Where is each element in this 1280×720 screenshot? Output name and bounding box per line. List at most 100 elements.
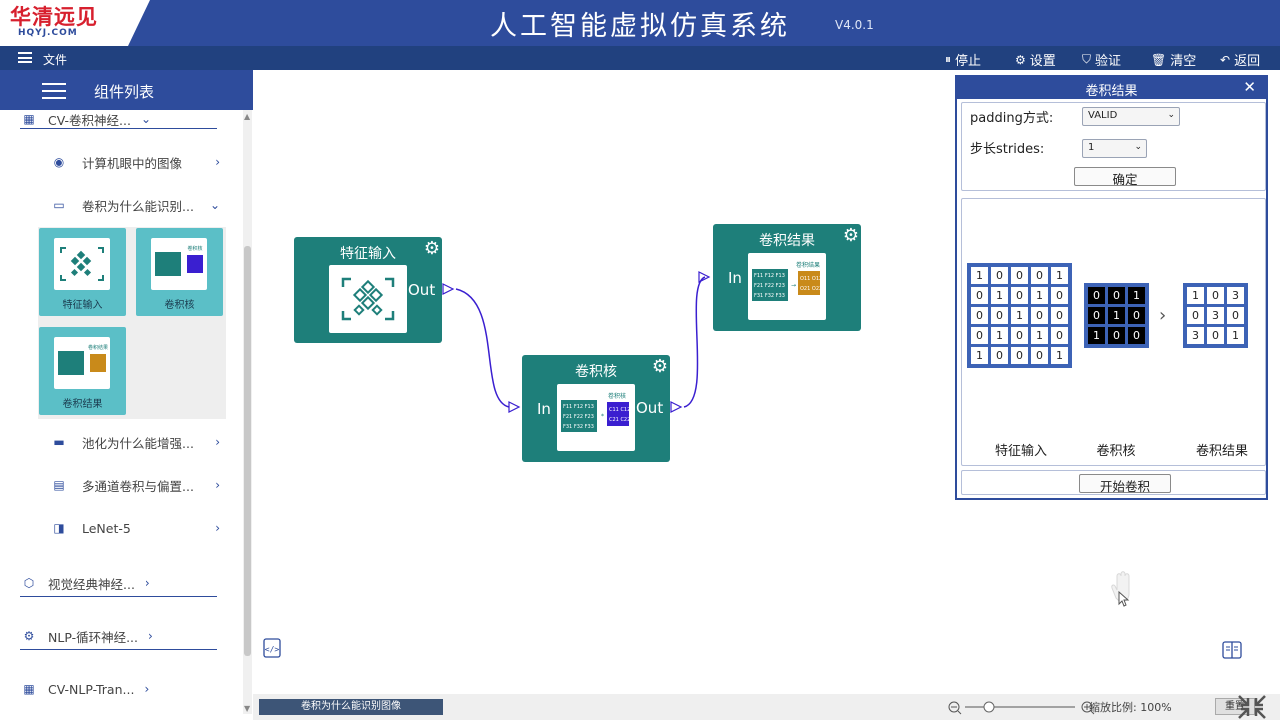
result-diagram-icon: 卷积结果 — [58, 344, 108, 375]
component-cards: 特征输入 卷积核 卷积核 卷积结果 卷积结果 — [38, 227, 226, 419]
chevron-right-icon: › — [144, 576, 150, 590]
action-box: 开始卷积 — [961, 470, 1266, 495]
matrix-cell: 0 — [991, 267, 1008, 284]
feature-thumb — [54, 238, 110, 290]
zoom-level: 缩放比例: 100% — [1089, 701, 1172, 714]
sidebar-scroll-thumb[interactable] — [244, 246, 251, 656]
matrix-cell: 0 — [1051, 287, 1068, 304]
padding-select[interactable]: VALID ⌄ — [1082, 107, 1180, 126]
matrix-cell: 1 — [971, 267, 988, 284]
matrix-cell: 0 — [971, 287, 988, 304]
divider — [20, 596, 217, 597]
matrix-cell: 0 — [1207, 287, 1224, 304]
matrix-cell: 1 — [1128, 287, 1145, 304]
sidebar-menu-icon[interactable] — [42, 83, 66, 99]
collapse-icon[interactable] — [1237, 694, 1267, 720]
matrix-cell: 0 — [1108, 287, 1125, 304]
confirm-button[interactable]: 确定 — [1074, 167, 1176, 187]
thumb-f-row-3: F31 F32 F33 — [563, 424, 594, 430]
app-version: V4.0.1 — [835, 18, 874, 32]
matrix-cell: 1 — [991, 287, 1008, 304]
result-label: 卷积结果 — [1195, 444, 1248, 459]
matrix-cell: 0 — [1011, 267, 1028, 284]
matrix-cell: 0 — [1128, 327, 1145, 344]
thumb-f-row-2: F21 F22 F23 — [563, 414, 594, 420]
sidebar-item-pooling[interactable]: ▬ 池化为什么能增强... › — [50, 431, 220, 453]
gear-icon[interactable]: ⚙ — [423, 238, 440, 259]
sidebar-group-nlp-rnn[interactable]: ⚙ NLP-循环神经... › — [20, 624, 217, 648]
settings-button[interactable]: ⚙设置 — [1015, 52, 1056, 70]
matrix-cell: 3 — [1227, 287, 1244, 304]
scroll-up-icon[interactable]: ▲ — [244, 112, 251, 121]
sidebar-group-cv-nlp-transformer[interactable]: ▦ CV-NLP-Tran... › — [20, 677, 217, 701]
matrix-cell: 1 — [1051, 267, 1068, 284]
sidebar-item-lenet5[interactable]: ◨ LeNet-5 › — [50, 517, 220, 539]
input-port[interactable]: In — [537, 400, 551, 418]
stack-icon: ▤ — [53, 478, 65, 492]
file-menu[interactable]: 文件 — [43, 53, 68, 67]
matrix-cell: 0 — [1051, 327, 1068, 344]
status-bar: 卷积为什么能识别图像 缩放比例: 100% 重置 — [253, 694, 1280, 720]
thumb-f-row-2: F21 F22 F23 — [754, 283, 785, 289]
gear-icon[interactable]: ⚙ — [842, 225, 859, 246]
gear-icon[interactable]: ⚙ — [651, 356, 668, 377]
input-port[interactable]: In — [728, 269, 742, 287]
matrix-cell: 1 — [971, 347, 988, 364]
close-icon[interactable]: ✕ — [1243, 78, 1256, 96]
scroll-down-icon[interactable]: ▼ — [244, 704, 251, 713]
node-kernel[interactable]: 卷积核 ⚙ F11 F12 F13 F21 F22 F23 F31 F32 F3… — [522, 355, 670, 462]
panel-header: 卷积结果 ✕ — [957, 77, 1266, 99]
panel-title: 卷积结果 — [1085, 84, 1138, 99]
kernel-thumb: 卷积核 — [151, 238, 207, 290]
book-icon[interactable] — [1222, 640, 1242, 660]
card-conv-result[interactable]: 卷积结果 卷积结果 — [39, 327, 126, 415]
eye-icon: ◉ — [53, 155, 65, 169]
divider — [20, 128, 217, 129]
node-body: F11 F12 F13 F21 F22 F23 F31 F32 F33 → 卷积… — [748, 253, 826, 320]
svg-text:→: → — [791, 282, 796, 289]
node-feature-input[interactable]: 特征输入 ⚙ Out — [294, 237, 442, 343]
back-button[interactable]: ↶返回 — [1220, 52, 1261, 70]
node-conv-result[interactable]: 卷积结果 ⚙ F11 F12 F13 F21 F22 F23 F31 F32 F… — [713, 224, 861, 331]
sidebar-item-multichannel[interactable]: ▤ 多通道卷积与偏置... › — [50, 474, 220, 496]
zoom-slider[interactable] — [947, 697, 1097, 717]
node-body — [329, 265, 407, 333]
params-box: padding方式: VALID ⌄ 步长strides: 1 ⌄ 确定 — [961, 102, 1266, 191]
tab-current-lesson[interactable]: 卷积为什么能识别图像 — [259, 699, 443, 715]
svg-text:</>: </> — [265, 645, 280, 654]
clear-button[interactable]: 🗑清空 — [1151, 52, 1197, 70]
chevron-down-icon: ⌄ — [140, 112, 152, 126]
matrix-cell: 0 — [1227, 307, 1244, 324]
matrix-cell: 1 — [1011, 307, 1028, 324]
code-icon[interactable]: </> — [263, 638, 281, 658]
menu-icon[interactable] — [18, 52, 32, 63]
output-port[interactable]: Out — [636, 399, 664, 417]
sidebar-item-why-conv[interactable]: ▭ 卷积为什么能识别... ⌄ — [50, 194, 220, 216]
sidebar-title: 组件列表 — [94, 83, 155, 101]
card-kernel[interactable]: 卷积核 卷积核 — [136, 228, 223, 316]
trash-icon: 🗑 — [1151, 52, 1167, 67]
chevron-right-icon: › — [215, 155, 220, 169]
strides-select[interactable]: 1 ⌄ — [1082, 139, 1147, 158]
menu-bar: 文件 ⏸停止 ⚙设置 ⛉验证 🗑清空 ↶返回 — [0, 46, 1280, 70]
chevron-right-icon: › — [215, 478, 220, 492]
thumb-f-row-1: F11 F12 F13 — [754, 273, 785, 279]
sidebar-group-vision-classic[interactable]: ⬡ 视觉经典神经... › — [20, 571, 217, 595]
grid-icon: ▦ — [23, 112, 35, 126]
output-port[interactable]: Out — [408, 281, 436, 299]
matrix-cell: 1 — [1108, 307, 1125, 324]
stop-button[interactable]: ⏸停止 — [945, 52, 982, 69]
sidebar-group-cv-cnn[interactable]: ▦ CV-卷积神经... ⌄ — [20, 110, 217, 128]
sidebar-item-image-in-computer[interactable]: ◉ 计算机眼中的图像 › — [50, 151, 220, 173]
card-feature-input[interactable]: 特征输入 — [39, 228, 126, 316]
matrix-cell: 0 — [1088, 287, 1105, 304]
matrix-cell: 0 — [991, 347, 1008, 364]
thumb-result-row-2: O21 O22 — [800, 286, 822, 292]
verify-button[interactable]: ⛉验证 — [1082, 52, 1122, 69]
start-conv-button[interactable]: 开始卷积 — [1079, 474, 1171, 494]
kernel-label: 卷积核 — [1096, 444, 1136, 459]
hand-cursor-icon — [1111, 571, 1130, 607]
matrix-cell: 3 — [1207, 307, 1224, 324]
back-icon: ↶ — [1220, 52, 1231, 67]
